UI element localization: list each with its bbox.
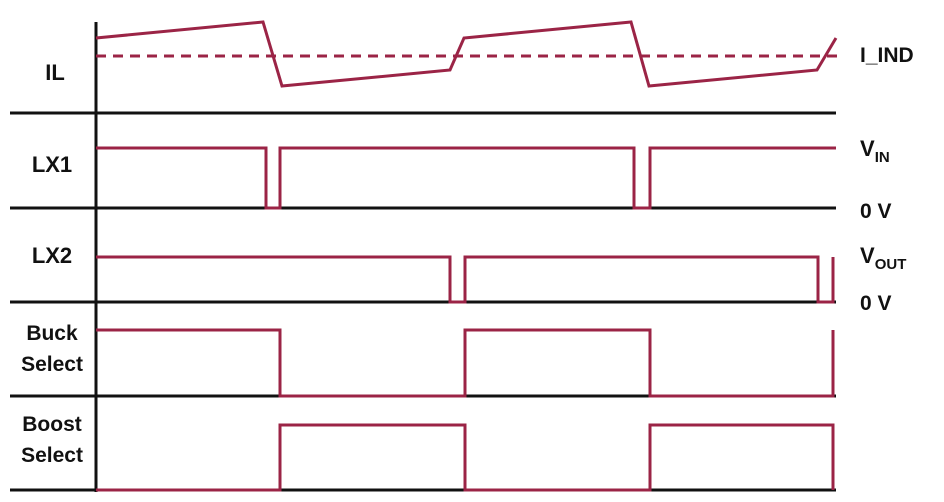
row-label-buck-line1: Buck	[26, 322, 78, 345]
buck-select-waveform	[96, 328, 835, 398]
right-label-vout: VOUT	[860, 243, 906, 273]
row-label-boost-line2: Select	[21, 444, 83, 467]
boost-select-waveform	[96, 423, 835, 492]
row-label-lx2: LX2	[32, 243, 72, 268]
row-label-lx1: LX1	[32, 152, 72, 177]
lx2-waveform	[96, 255, 835, 304]
il-waveform	[95, 20, 838, 88]
row-label-il: IL	[45, 60, 65, 85]
right-label-i-ind: I_IND	[860, 44, 914, 67]
right-label-vin: VIN	[860, 136, 890, 166]
right-label-lx2-zero: 0 V	[860, 292, 892, 315]
row-label-boost-line1: Boost	[22, 413, 82, 436]
right-label-lx1-zero: 0 V	[860, 200, 892, 223]
lx1-waveform	[96, 146, 836, 210]
row-label-buck-line2: Select	[21, 353, 83, 376]
